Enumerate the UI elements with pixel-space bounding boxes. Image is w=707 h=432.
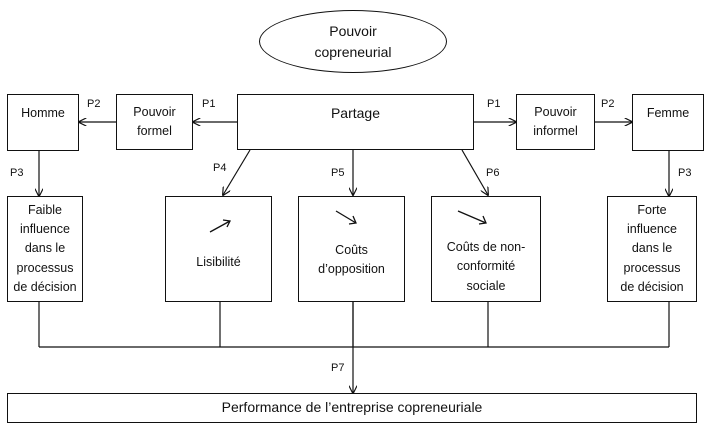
edge-label-p5: P5 xyxy=(331,167,345,179)
node-couts-opposition-label: Coûts d’opposition xyxy=(318,243,385,277)
node-lisibilite-label: Lisibilité xyxy=(196,255,241,269)
edge-label-p6: P6 xyxy=(486,167,500,179)
node-couts-opposition: Coûts d’opposition xyxy=(298,196,405,302)
node-couts-non-conformite: Coûts de non- conformité sociale xyxy=(431,196,541,302)
node-pouvoir-informel: Pouvoir informel xyxy=(516,94,595,150)
edge-p4 xyxy=(223,149,251,195)
node-faible-influence-label: Faible influence dans le processus de dé… xyxy=(13,202,77,295)
node-femme: Femme xyxy=(632,94,704,151)
arrow-down-right-icon xyxy=(335,210,357,225)
edge-label-p1-left: P1 xyxy=(202,98,216,110)
edge-label-p7: P7 xyxy=(331,362,345,374)
edge-p6 xyxy=(461,149,488,195)
node-lisibilite: Lisibilité xyxy=(165,196,272,302)
node-partage: Partage xyxy=(237,94,474,150)
node-pouvoir-copreneurial-label: Pouvoir copreneurial xyxy=(314,23,392,60)
edge-label-p4: P4 xyxy=(213,162,227,174)
arrow-down-right-icon xyxy=(457,210,487,225)
edge-label-p3-right: P3 xyxy=(678,167,692,179)
node-couts-non-conformite-label: Coûts de non- conformité sociale xyxy=(446,240,526,293)
edge-label-p2-left: P2 xyxy=(87,98,101,110)
arrow-up-right-icon xyxy=(209,219,231,233)
node-pouvoir-formel: Pouvoir formel xyxy=(116,94,193,150)
edge-label-p2-right: P2 xyxy=(601,98,615,110)
node-forte-influence: Forte influence dans le processus de déc… xyxy=(607,196,697,302)
edge-label-p1-right: P1 xyxy=(487,98,501,110)
edge-label-p3-left: P3 xyxy=(10,167,24,179)
node-femme-label: Femme xyxy=(646,106,690,120)
node-homme-label: Homme xyxy=(21,106,65,120)
node-faible-influence: Faible influence dans le processus de dé… xyxy=(7,196,83,302)
node-performance-label: Performance de l’entreprise copreneurial… xyxy=(221,399,483,416)
node-pouvoir-informel-label: Pouvoir informel xyxy=(533,104,578,138)
node-forte-influence-label: Forte influence dans le processus de déc… xyxy=(620,202,684,295)
node-homme: Homme xyxy=(7,94,79,151)
node-partage-label: Partage xyxy=(330,105,381,121)
node-pouvoir-copreneurial: Pouvoir copreneurial xyxy=(259,10,447,73)
node-performance: Performance de l’entreprise copreneurial… xyxy=(7,393,697,423)
node-pouvoir-formel-label: Pouvoir formel xyxy=(133,104,176,138)
